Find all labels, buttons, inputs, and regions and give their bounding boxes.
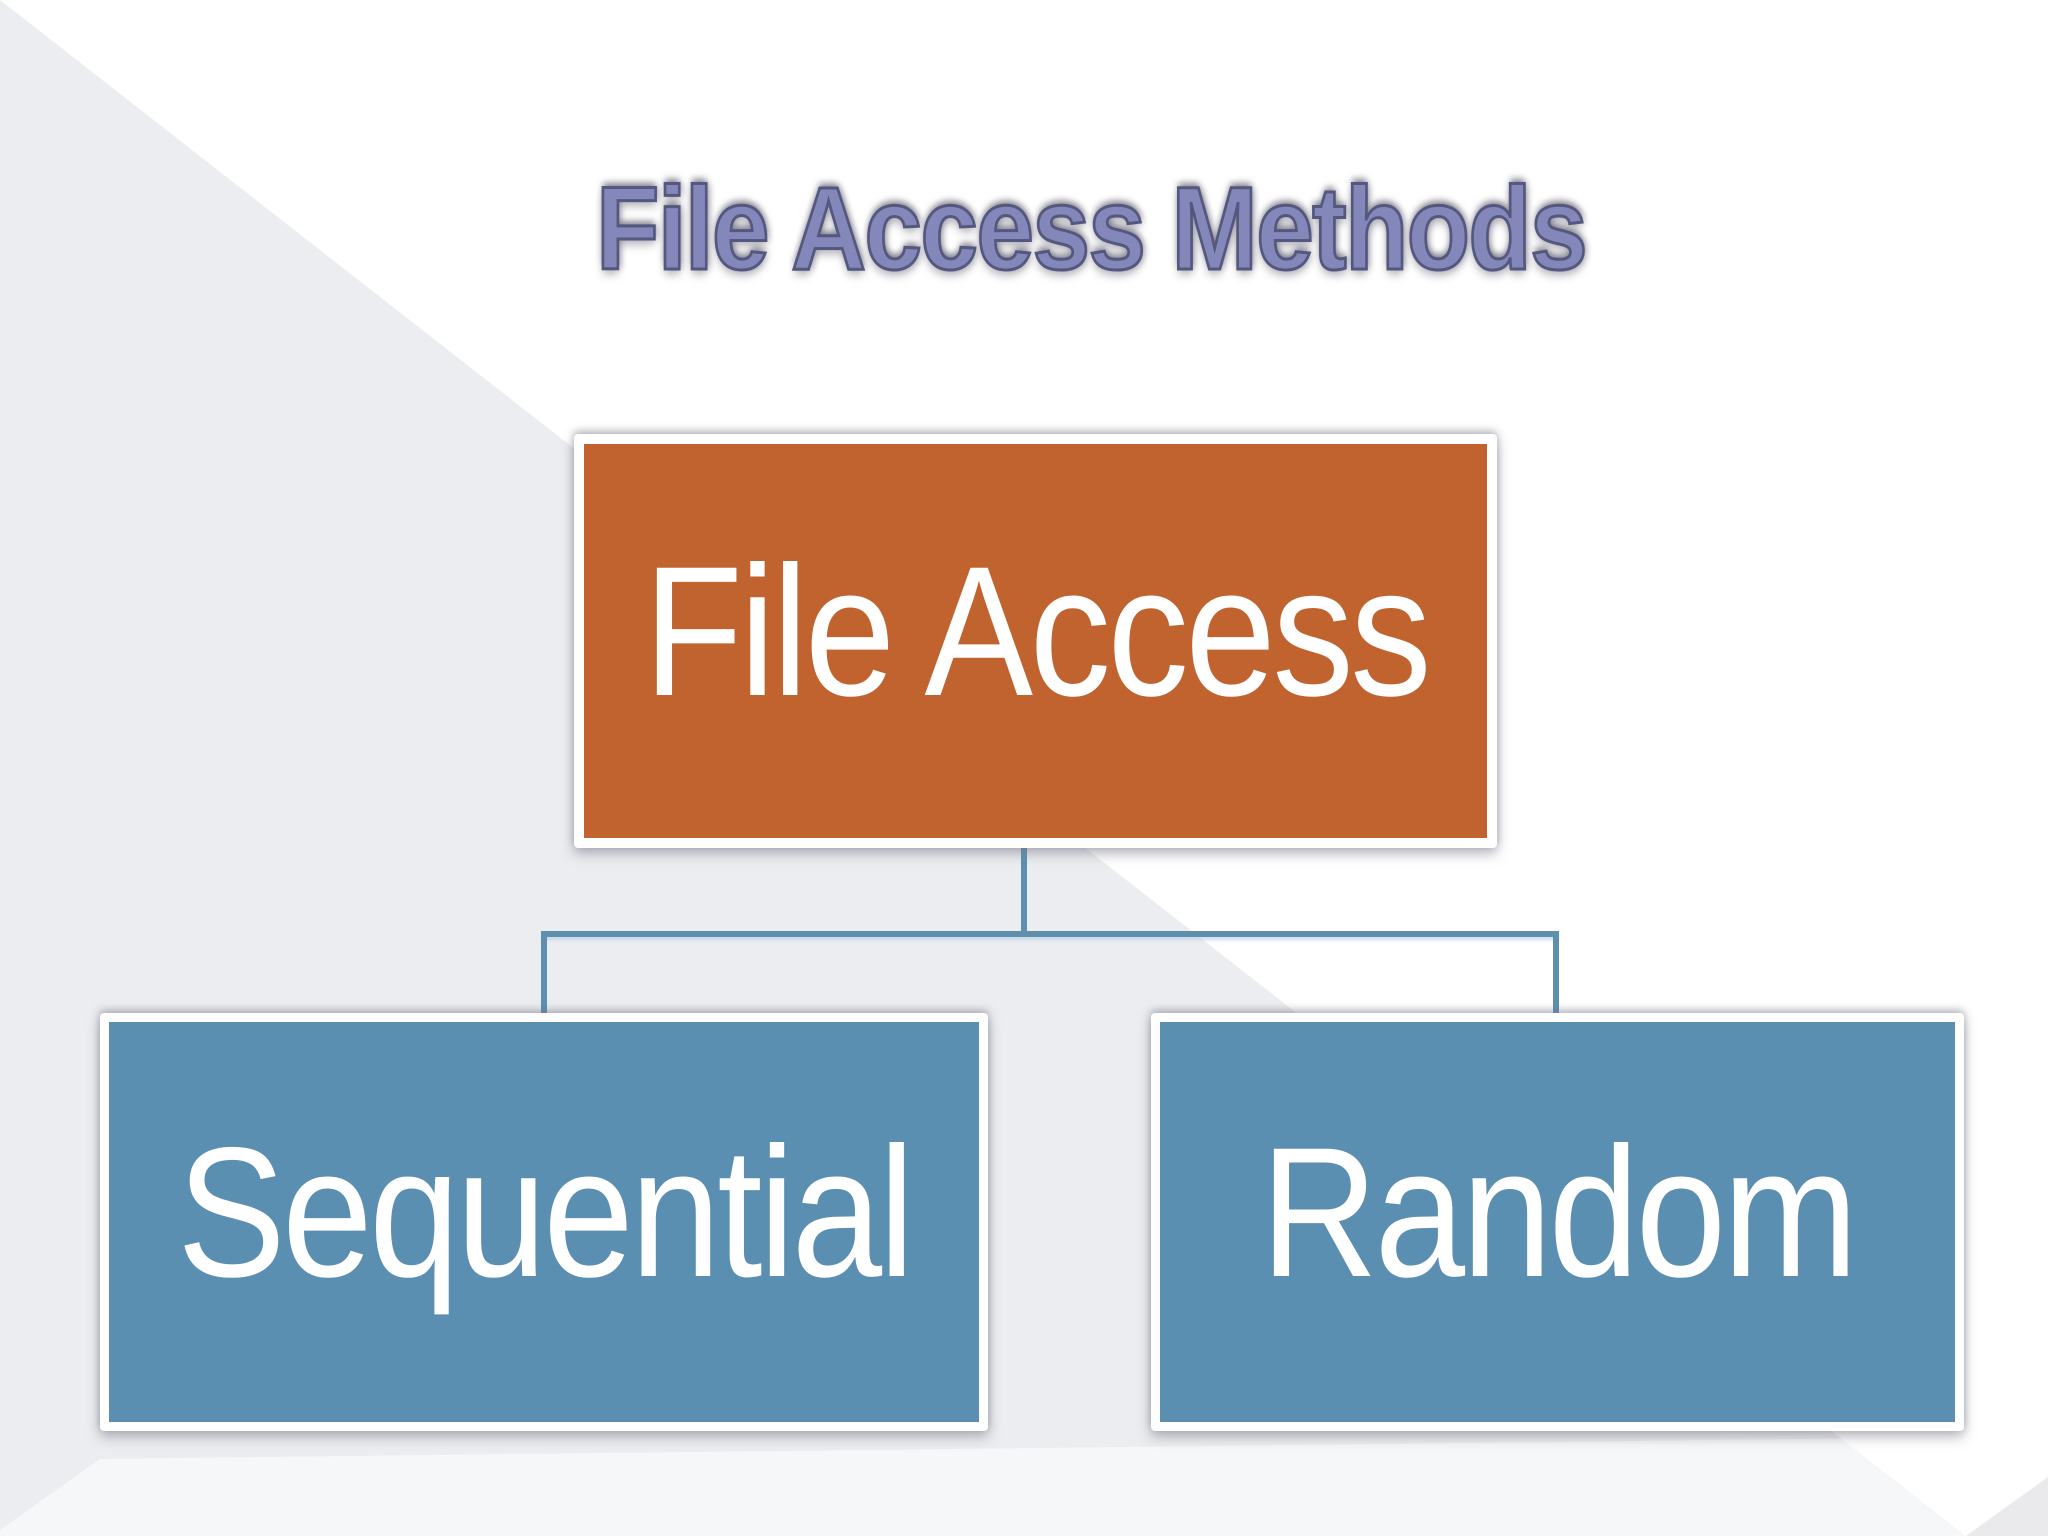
node-random-label: Random [1260,1109,1858,1316]
connector-root-stub [1021,844,1027,937]
background-bottom-light-band [0,1437,1966,1536]
connector-horizontal [541,931,1559,937]
node-sequential-label: Sequential [176,1109,915,1316]
connector-right-stub [1553,935,1559,1017]
background-corner-gray-wedge [1966,1477,2048,1536]
page-title: File Access Methods [595,163,1589,295]
node-file-access-label: File Access [643,528,1431,735]
connector-left-stub [541,935,547,1017]
node-sequential[interactable]: Sequential [100,1013,988,1431]
node-random[interactable]: Random [1151,1013,1964,1431]
node-file-access[interactable]: File Access [574,434,1497,848]
